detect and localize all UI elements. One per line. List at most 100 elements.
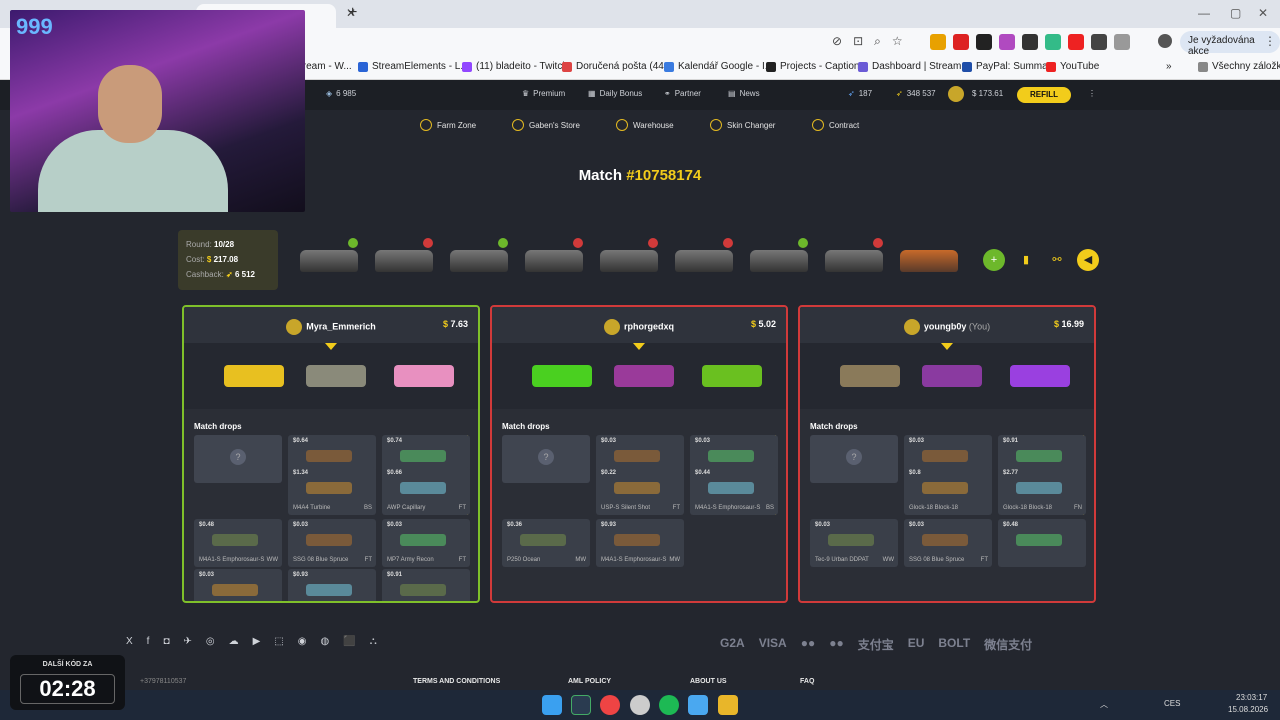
bookmark-overflow-icon[interactable]: »: [1166, 61, 1172, 72]
drop-item[interactable]: $0.93: [288, 569, 376, 601]
nav-daily-bonus[interactable]: ▦Daily Bonus: [588, 89, 643, 98]
social-icon[interactable]: ▶: [252, 636, 261, 647]
action-required-pill[interactable]: Je vyžadována akce: [1180, 31, 1280, 57]
subnav-gabens-store[interactable]: Gaben's Store: [512, 119, 580, 131]
spin-marker-icon: [633, 343, 645, 350]
sound-icon[interactable]: ◀: [1077, 249, 1099, 271]
aml-link[interactable]: AML POLICY: [568, 678, 612, 685]
drop-item[interactable]: $0.22 USP-S Silent Shot FT: [596, 467, 684, 515]
close-window-icon[interactable]: ✕: [1258, 6, 1269, 20]
drop-item[interactable]: [502, 435, 590, 483]
bookmark[interactable]: PayPal: Summary: [962, 61, 1056, 72]
bookmark[interactable]: (11) bladeito - Twitch: [462, 61, 568, 72]
drop-item[interactable]: $0.66 AWP Capillary FT: [382, 467, 470, 515]
social-icon[interactable]: f: [146, 636, 150, 647]
tray-chevron-icon[interactable]: ︿: [1100, 700, 1108, 709]
drop-item[interactable]: [810, 435, 898, 483]
drop-item[interactable]: $0.03 Tec-9 Urban DDPAT WW: [810, 519, 898, 567]
drop-item[interactable]: $0.91: [382, 569, 470, 601]
drop-item[interactable]: $0.8 Glock-18 Block-18: [904, 467, 992, 515]
drop-item[interactable]: $2.77 Glock-18 Block-18 FN: [998, 467, 1086, 515]
drop-item[interactable]: $0.03 MP7 Army Recon FT: [382, 519, 470, 567]
cs-icon[interactable]: [718, 695, 738, 715]
terms-link[interactable]: TERMS AND CONDITIONS: [413, 678, 501, 685]
drop-item[interactable]: $0.03 SSG 08 Blue Spruce FT: [904, 519, 992, 567]
refill-button[interactable]: REFILL: [1017, 87, 1071, 103]
bookmark[interactable]: Kalendář Google - I...: [664, 61, 773, 72]
translate-icon[interactable]: ⊡: [853, 34, 864, 48]
social-icon[interactable]: ⛬: [369, 636, 377, 647]
bookmark[interactable]: YouTube: [1046, 61, 1099, 72]
drop-item[interactable]: $0.93 M4A1-S Emphorosaur-S MW: [596, 519, 684, 567]
extension-icon[interactable]: [1022, 34, 1038, 50]
drop-item[interactable]: $0.44 M4A1-S Emphorosaur-S BS: [690, 467, 778, 515]
minimize-icon[interactable]: —: [1198, 6, 1210, 20]
user-avatar[interactable]: [948, 86, 964, 102]
social-icon[interactable]: ◍: [320, 636, 330, 647]
drop-item[interactable]: $0.48: [998, 519, 1086, 567]
clock-date[interactable]: 15.08.2026: [1228, 705, 1269, 714]
bookmark-star-icon[interactable]: ☆: [891, 34, 903, 48]
extension-icon[interactable]: [953, 34, 969, 50]
more-menu-icon[interactable]: ⋮: [1088, 89, 1096, 98]
extension-icon[interactable]: [999, 34, 1015, 50]
copy-icon[interactable]: ▮: [1022, 254, 1030, 266]
extension-icon[interactable]: [1045, 34, 1061, 50]
extension-icon[interactable]: [930, 34, 946, 50]
social-icon[interactable]: ◉: [297, 636, 307, 647]
social-icon[interactable]: ⬚: [274, 636, 284, 647]
payment-logo: 微信支付: [984, 638, 1033, 652]
add-button[interactable]: +: [983, 249, 1005, 271]
nav-premium[interactable]: ♛Premium: [522, 89, 566, 98]
faq-link[interactable]: FAQ: [800, 678, 815, 685]
social-icon[interactable]: ✈: [183, 636, 192, 647]
extension-icon[interactable]: [1068, 34, 1084, 50]
drop-price: $0.22: [601, 470, 617, 476]
puzzle-icon[interactable]: [1114, 34, 1130, 50]
social-icon[interactable]: ◘: [163, 636, 170, 647]
mute-icon[interactable]: ⊘: [832, 34, 843, 48]
chrome-icon[interactable]: [600, 695, 620, 715]
extension-icon[interactable]: [1091, 34, 1107, 50]
subnav-warehouse[interactable]: Warehouse: [616, 119, 674, 131]
social-icon[interactable]: X: [126, 636, 133, 647]
browser-menu-icon[interactable]: ⋮: [1264, 34, 1276, 48]
drop-item[interactable]: $0.48 M4A1-S Emphorosaur-S WW: [194, 519, 282, 567]
maximize-icon[interactable]: ▢: [1230, 6, 1242, 20]
clock-time[interactable]: 23:03:17: [1236, 693, 1268, 702]
obs-icon[interactable]: [630, 695, 650, 715]
bookmark[interactable]: Projects - Captions: [766, 61, 864, 72]
drop-name: Tec-9 Urban DDPAT: [815, 557, 869, 563]
bookmark[interactable]: Dashboard | Stream...: [858, 61, 970, 72]
link-icon[interactable]: ⚯: [1052, 254, 1062, 266]
zoom-icon[interactable]: ⌕: [874, 34, 881, 48]
bookmark[interactable]: tream - W...: [300, 61, 352, 72]
tab-close-icon[interactable]: ✕: [346, 6, 357, 20]
extension-icon[interactable]: [976, 34, 992, 50]
drop-item[interactable]: [194, 435, 282, 483]
social-icon[interactable]: ⬛: [343, 636, 356, 647]
weapon-image: [922, 365, 982, 387]
subnav-contract[interactable]: Contract: [812, 119, 859, 131]
subnav-farm-zone[interactable]: Farm Zone: [420, 119, 476, 131]
profile-avatar[interactable]: [1158, 34, 1172, 48]
social-icon[interactable]: ◎: [205, 636, 215, 647]
terminal-icon[interactable]: [571, 695, 591, 715]
all-bookmarks[interactable]: Všechny záložky: [1198, 61, 1280, 72]
social-icon[interactable]: ☁: [228, 636, 239, 647]
language-indicator[interactable]: CES: [1164, 699, 1181, 708]
app-icon[interactable]: [688, 695, 708, 715]
start-icon[interactable]: [542, 695, 562, 715]
drop-item[interactable]: $1.34 M4A4 Turbine BS: [288, 467, 376, 515]
drop-item[interactable]: $0.36 P250 Ocean MW: [502, 519, 590, 567]
drop-item[interactable]: $0.03: [194, 569, 282, 601]
about-link[interactable]: ABOUT US: [690, 678, 727, 685]
bookmark[interactable]: StreamElements - L...: [358, 61, 469, 72]
bookmark[interactable]: Doručená pošta (44...: [562, 61, 672, 72]
nav-news[interactable]: ▤News: [728, 89, 760, 98]
spotify-icon[interactable]: [659, 695, 679, 715]
subnav-skin-changer[interactable]: Skin Changer: [710, 119, 775, 131]
nav-partner[interactable]: ⚭Partner: [664, 89, 701, 98]
new-tab-icon[interactable]: +: [348, 4, 358, 21]
drop-item[interactable]: $0.03 SSG 08 Blue Spruce FT: [288, 519, 376, 567]
